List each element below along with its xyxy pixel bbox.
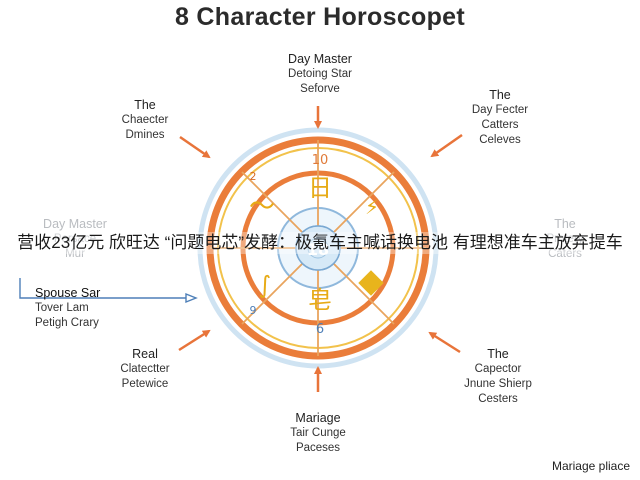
label-title: Mariage: [295, 411, 341, 425]
wheel-number-center: 18: [307, 240, 329, 259]
label-line: Clatectter: [120, 363, 170, 375]
label-character-top-left: The Chaecter Dmines: [105, 98, 185, 143]
label-line: Paceses: [295, 442, 341, 454]
label-line: Seforve: [300, 83, 340, 95]
arrow-bottom-right: [428, 331, 461, 354]
label-line: Tair Cunge: [290, 427, 346, 439]
label-line: Catters: [481, 119, 519, 131]
label-title: The: [134, 98, 156, 112]
glyph-bolt: ⚡: [365, 195, 379, 219]
label-line: Mur: [65, 248, 85, 260]
spouse-connector: [19, 278, 198, 304]
label-title: Spouse Sar: [35, 286, 101, 300]
label-title: The: [487, 347, 509, 361]
label-mariage-bottom: Mariage Tair Cunge Paceses: [258, 411, 378, 456]
label-line: Protery: [546, 233, 584, 245]
label-line: Celeves: [479, 134, 521, 146]
wheel-glyphs: 10 2 18 9 6 日 〜 皂 ∫ ⚡: [249, 153, 384, 337]
label-line: Petewice: [121, 378, 169, 390]
glyph-hanzi: 皂: [308, 286, 332, 314]
label-line: Detoing Star: [288, 68, 352, 80]
news-headline-overlay: 营收23亿元 欣旺达 “问题电芯”发酵：极氪车主喊话换电池 有理想准车主放弃提车: [0, 232, 640, 254]
label-title: The: [489, 88, 511, 102]
wheel-number-left-bottom: 9: [250, 304, 257, 317]
label-line: Day Fecter: [471, 104, 529, 116]
pointer-arrows: [178, 106, 463, 392]
label-capector-bottom-right: The Capector Jnune Shierp Cesters: [448, 347, 548, 407]
label-line: Chaecter: [121, 114, 169, 126]
wheel-number-top: 10: [312, 153, 329, 168]
wheel-number-left-top: 2: [250, 170, 257, 183]
label-line: Persace: [53, 233, 97, 245]
diagram-title: 8 Character Horoscopet: [174, 3, 466, 31]
glyph-wave: 〜: [249, 192, 275, 222]
wheel-number-bottom: 6: [316, 322, 324, 337]
label-line: Capector: [474, 363, 522, 375]
arrow-top-left: [179, 135, 211, 159]
glyph-sun-character: 日: [308, 174, 332, 202]
label-protery-right-faded: The Protery Caters: [525, 217, 605, 262]
label-real-character-bottom-left: Real Clatectter Petewice: [95, 347, 195, 392]
footer-caption: Mariage pliace: [551, 459, 630, 473]
label-day-fecter-top-right: The Day Fecter Catters Celeves: [450, 88, 550, 148]
label-title: Real: [132, 347, 158, 361]
label-line: Caters: [548, 248, 582, 260]
label-line: Dmines: [125, 129, 165, 141]
label-line: Petigh Crary: [35, 317, 99, 329]
label-day-master-left-faded: Day Master Persace Mur: [20, 217, 130, 262]
label-line: Jnune Shierp: [464, 378, 532, 390]
arrow-bottom-left: [178, 329, 211, 352]
label-title: Day Master: [288, 52, 352, 66]
label-title: Day Master: [43, 217, 107, 231]
glyph-curl: ∫: [259, 271, 272, 299]
label-spouse-star: Spouse Sar Tover Lam Petigh Crary: [35, 286, 145, 331]
glyph-diamond: [358, 270, 384, 296]
label-title: The: [554, 217, 576, 231]
label-line: Cesters: [478, 393, 518, 405]
label-day-master-top: Day Master Detoing Star Seforve: [260, 52, 380, 97]
arrow-top-right: [430, 133, 463, 158]
label-line: Tover Lam: [35, 302, 89, 314]
